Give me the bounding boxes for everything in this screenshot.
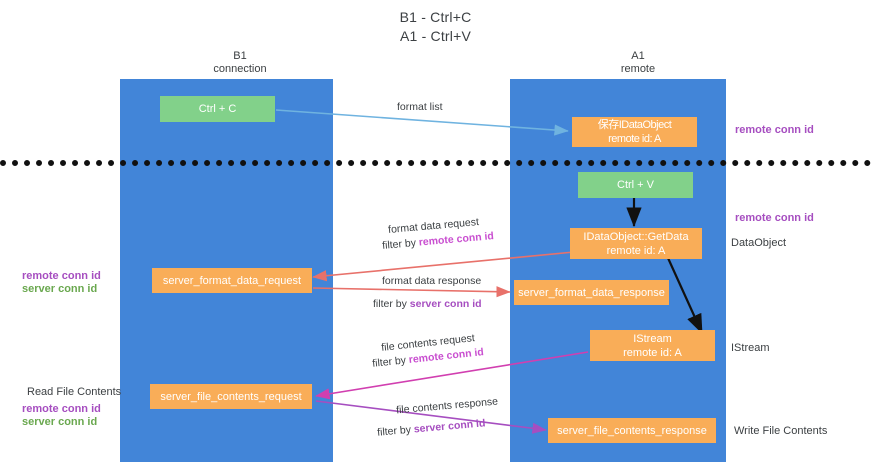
side-label-remote-conn-id-mid: remote conn id (735, 212, 814, 224)
filter-prefix: filter by (381, 236, 420, 252)
node-getdata[interactable]: IDataObject::GetData remote id: A (570, 228, 702, 259)
node-server-format-data-request-label: server_format_data_request (162, 274, 302, 287)
side-label-left-remote-conn-id-bottom: remote conn id (22, 403, 101, 415)
edge-label-format-data-response-filter: filter by server conn id (373, 297, 482, 311)
filter-prefix: filter by (371, 354, 410, 370)
column-header-a1: A1 remote (548, 50, 728, 76)
edge-label-file-contents-response: file contents response (395, 395, 499, 417)
side-label-left-server-conn-id-mid: server conn id (22, 283, 98, 295)
node-server-file-contents-request-label: server_file_contents_request (160, 390, 302, 403)
node-server-file-contents-request[interactable]: server_file_contents_request (150, 384, 312, 409)
title-line-2: A1 - Ctrl+V (399, 28, 472, 44)
filter-key-server-conn-id: server conn id (413, 417, 486, 436)
filter-prefix: filter by (373, 298, 410, 310)
edge-label-format-list: format list (397, 101, 443, 113)
node-server-format-data-response-label: server_format_data_response (518, 286, 665, 299)
node-idataobject-store-line1: 保存IDataObject (597, 119, 672, 131)
phase-divider (0, 160, 871, 166)
node-server-file-contents-response[interactable]: server_file_contents_response (548, 418, 716, 443)
column-a1-name: A1 (631, 50, 645, 62)
title-line-1: B1 - Ctrl+C (399, 9, 472, 25)
column-b1-name: B1 (233, 50, 247, 62)
edge-label-format-data-response: format data response (382, 275, 482, 287)
node-istream-line2: remote id: A (623, 346, 682, 359)
arrow-format-data-response (312, 286, 511, 298)
edge-label-file-contents-response-filter: filter by server conn id (377, 416, 486, 439)
node-ctrl-c-label: Ctrl + C (198, 103, 237, 115)
side-label-write-file-contents: Write File Contents (734, 425, 828, 437)
node-istream-line1: IStream (633, 332, 672, 345)
side-label-read-file-contents: Read File Contents (27, 386, 122, 398)
node-ctrl-v[interactable]: Ctrl + V (578, 172, 693, 198)
node-server-format-data-response[interactable]: server_format_data_response (514, 280, 669, 305)
node-server-file-contents-response-label: server_file_contents_response (557, 424, 707, 437)
filter-key-server-conn-id: server conn id (409, 298, 482, 310)
side-label-left-remote-conn-id-mid: remote conn id (22, 270, 101, 282)
filter-prefix: filter by (376, 423, 415, 439)
side-label-dataobject: DataObject (731, 237, 787, 249)
page-title: B1 - Ctrl+C A1 - Ctrl+V (0, 8, 871, 46)
node-ctrl-v-label: Ctrl + V (617, 179, 654, 191)
node-getdata-line1: IDataObject::GetData (583, 230, 689, 243)
node-idataobject-store[interactable]: 保存IDataObject remote id: A (572, 117, 697, 147)
node-ctrl-c[interactable]: Ctrl + C (160, 96, 275, 122)
column-b1-sub: connection (213, 63, 267, 75)
column-a1-sub: remote (620, 63, 656, 75)
side-label-left-server-conn-id-bottom: server conn id (22, 416, 98, 428)
node-istream[interactable]: IStream remote id: A (590, 330, 715, 361)
node-idataobject-store-line2: remote id: A (608, 133, 661, 145)
node-server-format-data-request[interactable]: server_format_data_request (152, 268, 312, 293)
column-header-b1: B1 connection (160, 50, 320, 76)
node-getdata-line2: remote id: A (606, 244, 666, 257)
side-label-remote-conn-id-top: remote conn id (735, 124, 814, 136)
side-label-istream: IStream (731, 342, 770, 354)
